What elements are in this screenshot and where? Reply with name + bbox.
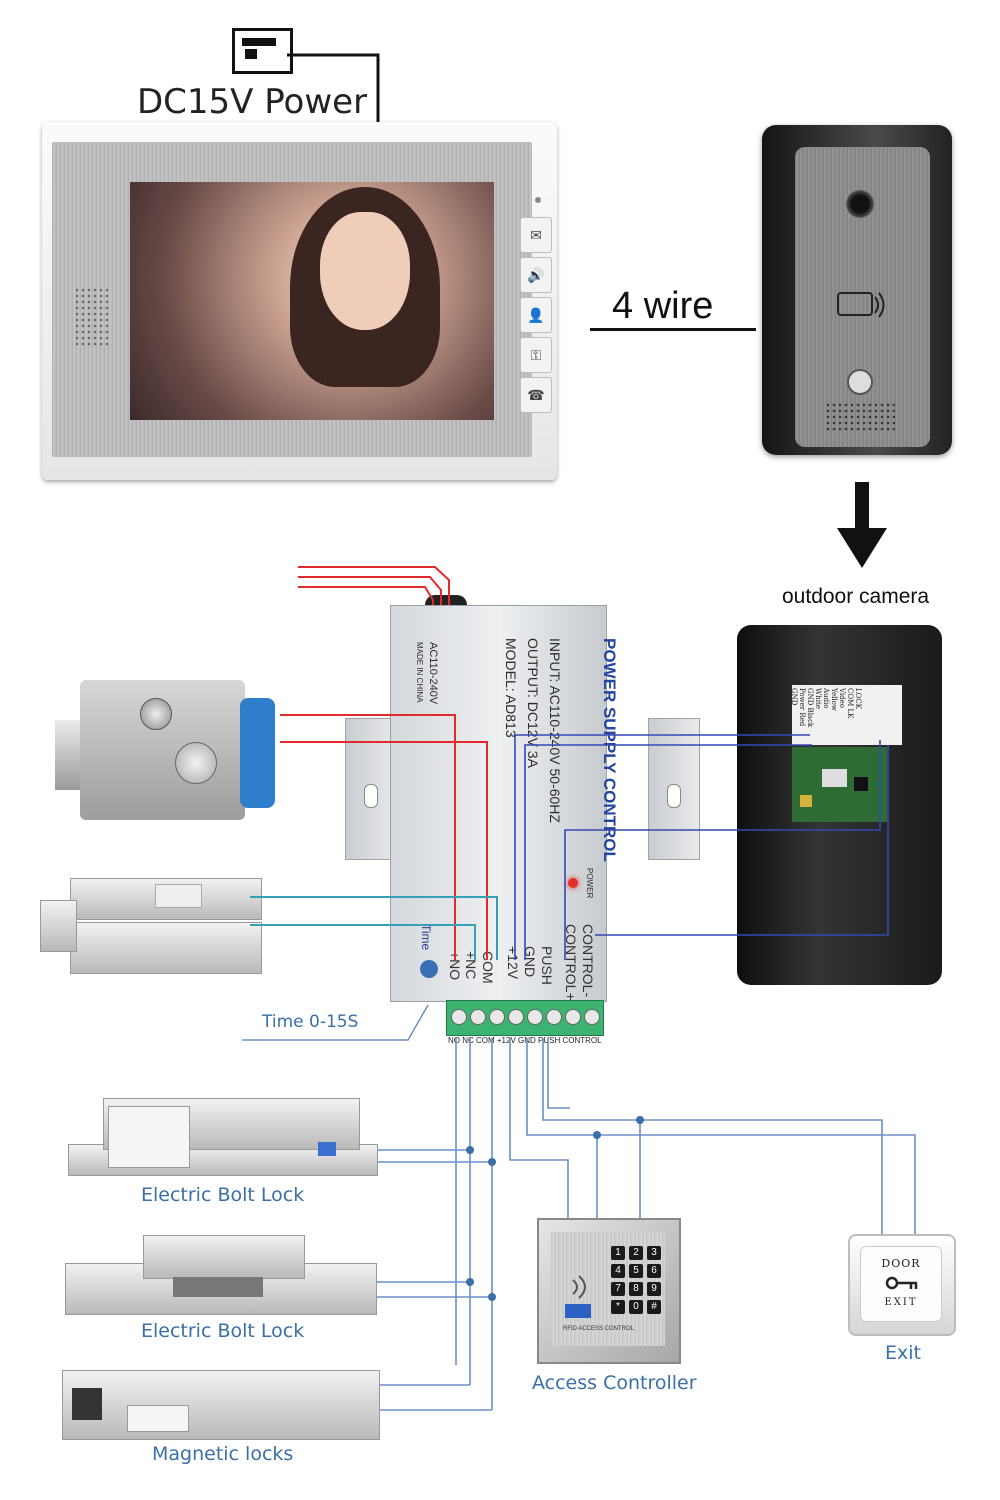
magnetic-lock bbox=[62, 1370, 380, 1440]
access-controller: 1 2 3 4 5 6 7 8 9 * 0 # RFID ACCESS CONT… bbox=[537, 1218, 681, 1364]
outdoor-camera-front bbox=[762, 125, 952, 455]
key-hash[interactable]: # bbox=[647, 1300, 661, 1314]
ac-input-wires bbox=[298, 566, 450, 605]
monitor-volume-button[interactable]: 🔊 bbox=[520, 257, 552, 293]
electric-bolt-lock-1 bbox=[68, 1098, 378, 1176]
key-3[interactable]: 3 bbox=[647, 1246, 661, 1260]
rfid-card-icon bbox=[837, 292, 885, 318]
bolt-lock-wires bbox=[250, 896, 498, 960]
psu-bracket-right bbox=[648, 718, 700, 860]
camera-lens-icon bbox=[845, 189, 875, 219]
rim-lock-cap bbox=[240, 698, 275, 808]
outdoor-camera-back: LOCK COM LK Video Yellow Audio White GND… bbox=[737, 625, 942, 985]
access-panel-text: RFID ACCESS CONTROL bbox=[563, 1326, 635, 1332]
electric-rim-lock bbox=[55, 680, 280, 820]
rfid-wave-icon bbox=[572, 1275, 586, 1299]
camera-label: outdoor camera bbox=[782, 585, 930, 608]
power-adapter-icon bbox=[232, 28, 293, 74]
monitor-message-button[interactable]: ✉ bbox=[520, 217, 552, 253]
psu-terminal-block bbox=[446, 1000, 604, 1036]
terminal-block-labels: NO NC COM +12V GND PUSH CONTROL bbox=[448, 1036, 602, 1045]
key-6[interactable]: 6 bbox=[647, 1264, 661, 1278]
camera-speaker bbox=[825, 402, 895, 432]
access-controller-label: Access Controller bbox=[532, 1372, 697, 1394]
monitor-unlock-button[interactable]: ⚿ bbox=[520, 337, 552, 373]
arrow-down-icon bbox=[837, 482, 887, 568]
camera-wires bbox=[514, 734, 889, 960]
wire-label: 4 wire bbox=[612, 285, 714, 327]
exit-exit-text: EXIT bbox=[884, 1297, 918, 1308]
power-label: DC15V Power bbox=[137, 82, 368, 122]
key-5[interactable]: 5 bbox=[629, 1264, 643, 1278]
bolt-lock-2-label: Electric Bolt Lock bbox=[141, 1320, 305, 1342]
key-cylinder-icon bbox=[140, 698, 172, 730]
time-leader-line bbox=[242, 1004, 429, 1041]
exit-door-text: DOOR bbox=[881, 1257, 921, 1270]
lower-distribution-wires bbox=[376, 1038, 916, 1411]
time-range-label: Time 0-15S bbox=[262, 1012, 359, 1032]
power-led bbox=[568, 878, 578, 888]
electric-strike-lock bbox=[65, 1235, 377, 1315]
indoor-monitor: ✉ 🔊 👤 ⚿ ☎ bbox=[42, 122, 557, 480]
exit-button-face: DOOR EXIT bbox=[860, 1246, 942, 1322]
access-keypad-face: 1 2 3 4 5 6 7 8 9 * 0 # RFID ACCESS CONT… bbox=[551, 1232, 665, 1346]
wire-line bbox=[590, 328, 756, 331]
bolt-lock-1-label: Electric Bolt Lock bbox=[141, 1184, 305, 1206]
camera-circuit-board bbox=[792, 747, 887, 822]
key-0[interactable]: 0 bbox=[629, 1300, 643, 1314]
rim-lock-wires bbox=[280, 714, 488, 960]
key-8[interactable]: 8 bbox=[629, 1282, 643, 1296]
key-2[interactable]: 2 bbox=[629, 1246, 643, 1260]
doorbell-icon bbox=[565, 1304, 591, 1318]
junction-dots bbox=[466, 1116, 644, 1301]
electric-bolt-lock-small bbox=[40, 870, 262, 990]
camera-faceplate bbox=[795, 147, 930, 447]
monitor-button-column: ✉ 🔊 👤 ⚿ ☎ bbox=[520, 217, 556, 413]
monitor-monitor-button[interactable]: 👤 bbox=[520, 297, 552, 333]
key-7[interactable]: 7 bbox=[611, 1282, 625, 1296]
monitor-speaker bbox=[74, 287, 110, 347]
exit-label: Exit bbox=[885, 1342, 921, 1364]
time-adjust-dial[interactable] bbox=[420, 960, 438, 978]
call-button[interactable] bbox=[847, 369, 873, 395]
key-9[interactable]: 9 bbox=[647, 1282, 661, 1296]
power-supply-control: POWER SUPPLY CONTROL INPUT: AC110-240V 5… bbox=[390, 605, 619, 1002]
monitor-screen bbox=[130, 182, 494, 420]
key-star[interactable]: * bbox=[611, 1300, 625, 1314]
terminal-sticker: LOCK COM LK Video Yellow Audio White GND… bbox=[790, 685, 902, 745]
magnetic-lock-label: Magnetic locks bbox=[152, 1443, 294, 1465]
monitor-bezel bbox=[52, 142, 532, 457]
key-4[interactable]: 4 bbox=[611, 1264, 625, 1278]
exit-button[interactable]: DOOR EXIT bbox=[848, 1234, 956, 1336]
key-icon bbox=[885, 1276, 918, 1290]
monitor-talk-button[interactable]: ☎ bbox=[520, 377, 552, 413]
key-1[interactable]: 1 bbox=[611, 1246, 625, 1260]
power-cable-line bbox=[287, 53, 380, 122]
rim-lock-knob bbox=[175, 742, 217, 784]
screen-image-face bbox=[320, 212, 410, 330]
monitor-indicator bbox=[535, 197, 541, 203]
